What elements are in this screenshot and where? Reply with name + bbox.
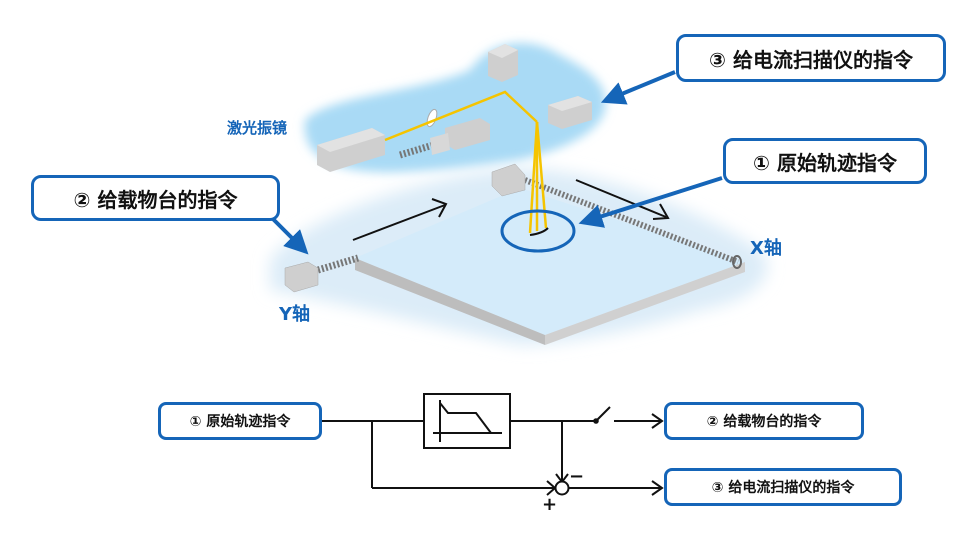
y-motion-arrow [352,198,448,241]
trajectory-mark [529,227,549,236]
minus-sign: − [569,466,585,487]
callout-pointer-trajectory [578,176,723,228]
x-motion-arrow [575,179,670,220]
block-output-stage-command: ② 给载物台的指令 [664,402,864,440]
laser-beam [384,90,548,234]
laser-source [317,128,385,172]
lens-motor [398,108,490,159]
callout-galvo-command: ③ 给电流扫描仪的指令 [676,34,946,82]
block-diagram-lines [322,393,664,496]
galvo-motor-x [488,44,518,82]
x-axis-label: X轴 [750,238,782,259]
callout-pointer-stage [270,216,309,255]
x-axis-screw [491,163,742,269]
filter-block [423,393,511,449]
plus-sign: + [542,494,558,515]
callout-stage-command: ② 给载物台的指令 [31,175,280,221]
y-axis-screw [284,254,360,293]
callout-original-trajectory: ① 原始轨迹指令 [723,138,927,184]
galvo-motor-y [548,96,592,129]
callout-pointer-galvo [600,70,676,105]
summing-junction [554,480,570,496]
block-input-original-trajectory: ① 原始轨迹指令 [158,402,322,440]
block-output-galvo-command: ③ 给电流扫描仪的指令 [664,468,902,506]
galvo-label: 激光振镜 [227,119,288,137]
stage-plate [355,188,745,345]
y-axis-label: Y轴 [279,304,311,325]
focus-circle [500,209,576,253]
